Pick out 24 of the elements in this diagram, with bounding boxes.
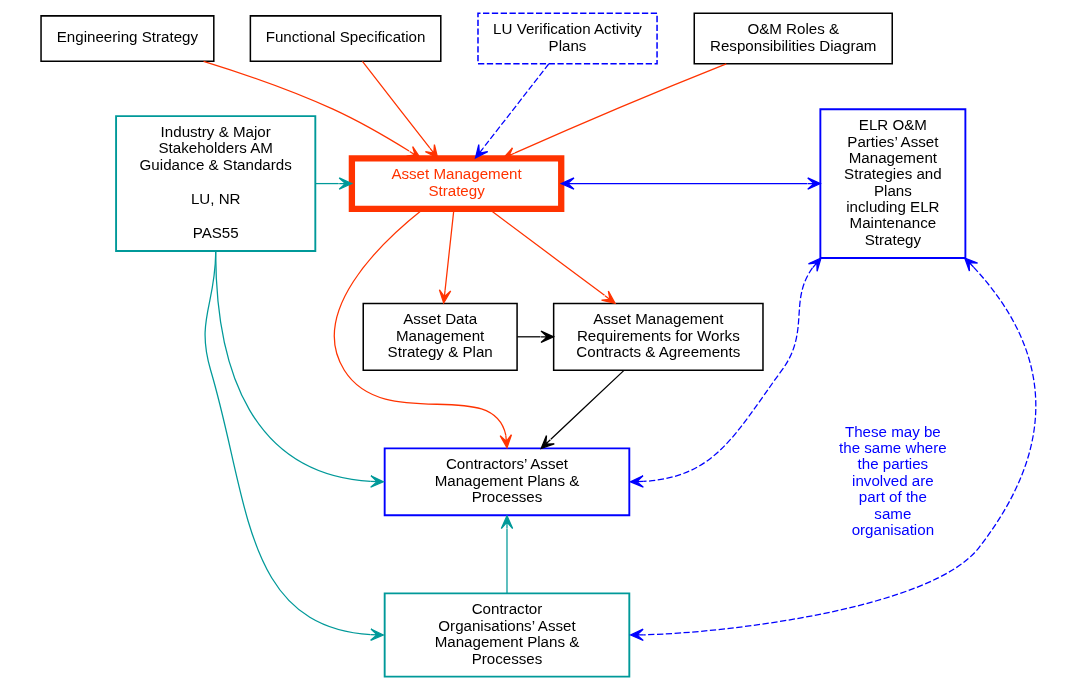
- arrow: [502, 63, 727, 159]
- arrow: [516, 330, 554, 344]
- node-box: Industry & Major Stakeholders AM Guidance & Standards LU, NR PAS55: [114, 115, 316, 252]
- node-box: Engineering Strategy: [39, 15, 215, 63]
- arrow: [540, 369, 625, 449]
- arrow: [202, 60, 421, 159]
- arrow: [203, 251, 384, 641]
- arrow: [474, 63, 549, 159]
- node-box: O&M Roles & Responsibilities Diagram: [693, 12, 893, 65]
- node-box: Contractors’ Asset Management Plans & Processes: [383, 447, 630, 517]
- arrow: [560, 177, 821, 190]
- node-box: ELR O&M Parties’ Asset Management Strategies and Plans including ELR Maintenance Strategy: [818, 108, 966, 259]
- label: These may be the same where the parties involved are part of the same organisation: [838, 422, 947, 538]
- arrow: [629, 257, 822, 488]
- node-box: Contractor Organisations’ Asset Management Plans & Processes: [383, 592, 630, 678]
- node-box: Functional Specification: [249, 15, 442, 63]
- arrow: [500, 515, 513, 595]
- arrow: [314, 177, 352, 190]
- node-box: LU Verification Activity Plans: [476, 12, 658, 65]
- arrow: [629, 257, 1036, 642]
- node-box: Asset Data Management Strategy & Plan: [362, 302, 518, 371]
- node-box: Asset Management Requirements for Works Contracts & Agreements: [552, 302, 764, 371]
- node-box: Asset Management Strategy: [348, 155, 564, 212]
- arrow: [361, 60, 438, 159]
